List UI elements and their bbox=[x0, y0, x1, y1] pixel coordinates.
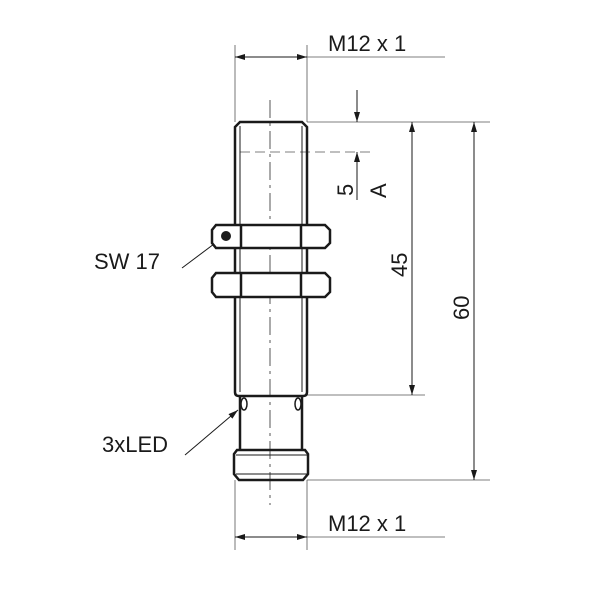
connector bbox=[232, 448, 310, 482]
extension-lines bbox=[234, 45, 490, 550]
dim-a-label: A bbox=[366, 183, 391, 198]
led-label: 3xLED bbox=[102, 432, 168, 457]
hex-nut-bottom bbox=[210, 271, 332, 299]
dim-60-label: 60 bbox=[449, 296, 474, 320]
dim-45-label: 45 bbox=[387, 253, 412, 277]
marker-dot bbox=[221, 231, 231, 241]
sensor-body bbox=[210, 120, 332, 482]
led-left bbox=[240, 397, 248, 411]
led-right bbox=[294, 397, 302, 411]
dim-5-label: 5 bbox=[333, 184, 358, 196]
wrench-size-label: SW 17 bbox=[94, 249, 160, 274]
thread-bottom-label: M12 x 1 bbox=[328, 511, 406, 536]
thread-top-label: M12 x 1 bbox=[328, 31, 406, 56]
